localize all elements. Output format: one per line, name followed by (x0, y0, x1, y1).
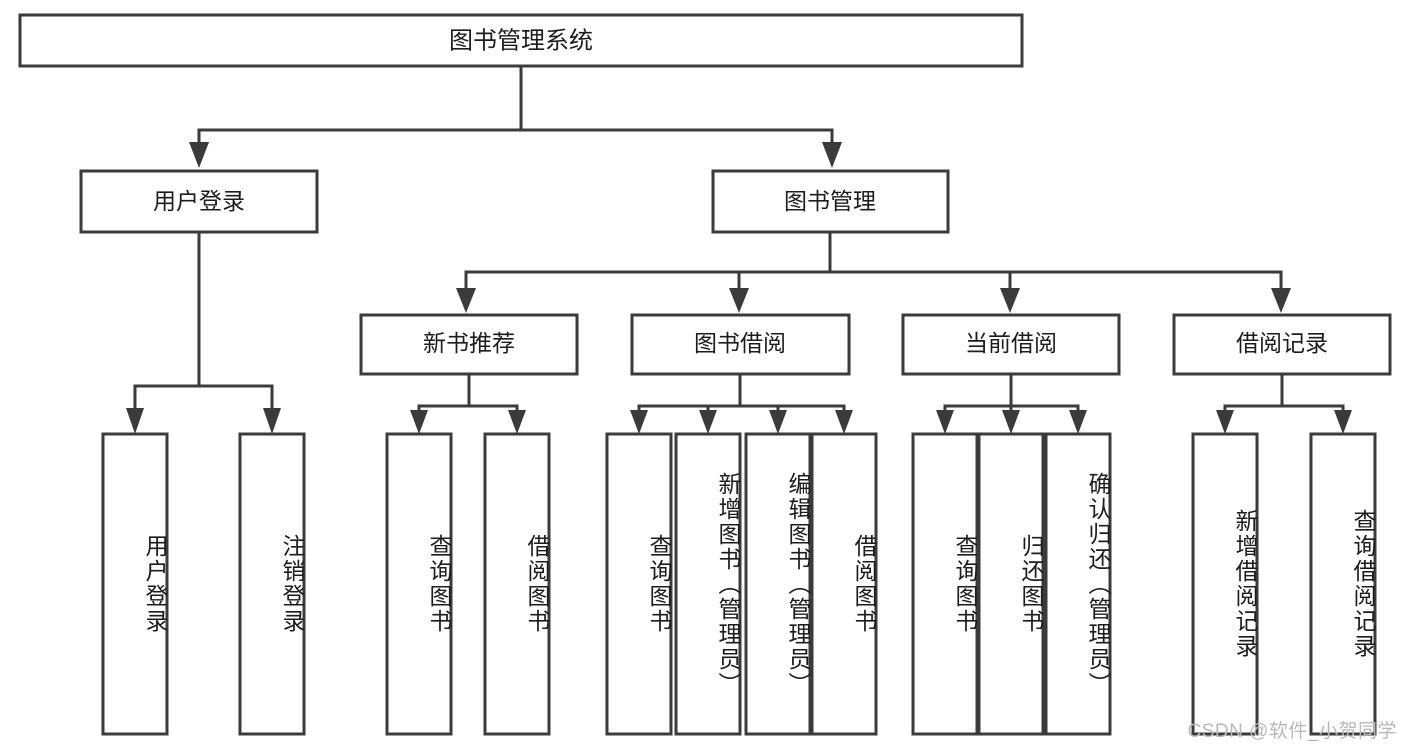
node-new-book-recommend[interactable]: 新书推荐 (359, 313, 579, 376)
leaf-box-borrow-record-0[interactable] (1191, 432, 1259, 736)
level2-label-current-borrow: 当前借阅 (965, 330, 1057, 356)
connector-book-borrow-to-leaves (630, 372, 853, 434)
leaf-box-new-book-recommend-0[interactable] (385, 432, 453, 736)
leaf-box-current-borrow-2[interactable] (1044, 432, 1112, 736)
arrow-head-icon (699, 410, 717, 434)
arrow-head-icon (263, 408, 281, 434)
leaf-box-book-borrow-2[interactable] (744, 432, 812, 736)
root-box[interactable] (18, 13, 1024, 68)
csdn-watermark: CSDN @软件_小贺同学 (1187, 721, 1397, 742)
connector-new-book-recommend-to-leaves (410, 372, 526, 434)
level1-label-user-login: 用户登录 (153, 188, 245, 214)
arrow-head-icon (508, 410, 526, 434)
arrow-head-icon (1069, 410, 1087, 434)
arrow-head-icon (1002, 410, 1020, 434)
arrow-head-icon (189, 142, 209, 168)
root-label: 图书管理系统 (449, 27, 593, 54)
arrow-head-icon (822, 142, 842, 168)
arrow-head-icon (126, 408, 144, 434)
connector-user-login-to-leaves (126, 230, 281, 434)
leaf-box-user-login-1[interactable] (238, 432, 306, 736)
leaf-box-current-borrow-1[interactable] (977, 432, 1045, 736)
connector-book-management-to-level2 (456, 230, 1291, 313)
level2-box-current-borrow[interactable] (901, 313, 1121, 376)
leaf-box-book-borrow-0[interactable] (605, 432, 673, 736)
leaf-box-current-borrow-0[interactable] (911, 432, 979, 736)
node-root[interactable]: 图书管理系统 (18, 13, 1024, 68)
node-borrow-record[interactable]: 借阅记录 (1172, 313, 1392, 376)
level2-label-book-borrow: 图书借阅 (694, 330, 786, 356)
level2-label-new-book-recommend: 新书推荐 (423, 330, 515, 356)
arrow-head-icon (936, 410, 954, 434)
level2-box-new-book-recommend[interactable] (359, 313, 579, 376)
arrow-head-icon (1271, 288, 1291, 313)
leaf-box-new-book-recommend-1[interactable] (483, 432, 551, 736)
level2-label-borrow-record: 借阅记录 (1236, 330, 1328, 356)
node-user-login[interactable]: 用户登录 (79, 169, 319, 234)
leaf-box-book-borrow-3[interactable] (810, 432, 878, 736)
node-book-management[interactable]: 图书管理 (711, 169, 950, 234)
arrow-head-icon (729, 288, 749, 313)
arrow-head-icon (1000, 288, 1020, 313)
arrow-head-icon (835, 410, 853, 434)
connector-current-borrow-to-leaves (936, 372, 1087, 434)
leaf-box-user-login-0[interactable] (101, 432, 169, 736)
arrow-head-icon (769, 410, 787, 434)
connector-root-to-level1 (189, 64, 842, 168)
leaf-box-borrow-record-1[interactable] (1309, 432, 1377, 736)
leaf-box-book-borrow-1[interactable] (674, 432, 742, 736)
level1-box-user-login[interactable] (79, 169, 319, 234)
arrow-head-icon (456, 288, 476, 313)
arrow-head-icon (410, 410, 428, 434)
arrow-head-icon (1334, 410, 1352, 434)
arrow-head-icon (630, 410, 648, 434)
level1-label-book-management: 图书管理 (784, 188, 876, 214)
arrow-head-icon (1216, 410, 1234, 434)
connector-borrow-record-to-leaves (1216, 372, 1352, 434)
node-current-borrow[interactable]: 当前借阅 (901, 313, 1121, 376)
node-book-borrow[interactable]: 图书借阅 (630, 313, 851, 376)
